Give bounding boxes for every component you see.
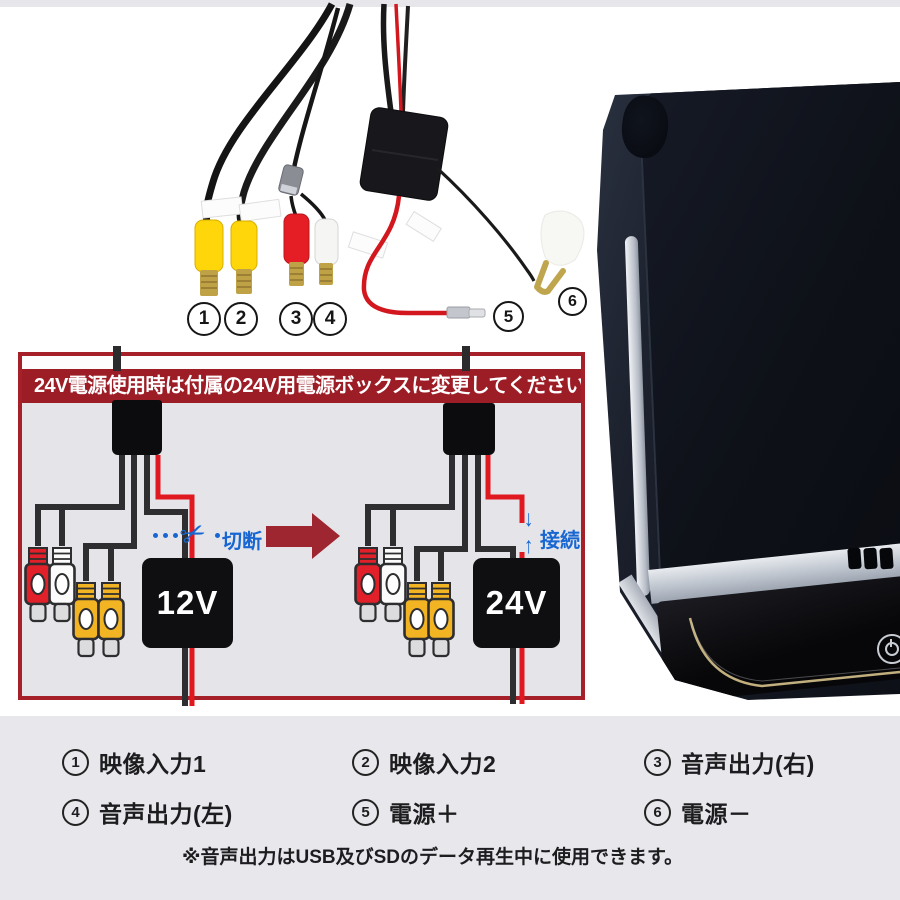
inline-connector — [278, 164, 304, 196]
power-ring-icon — [885, 642, 899, 656]
cable-label-tags — [200, 196, 442, 259]
legend-label: 電源－ — [681, 801, 752, 827]
cut-dot — [215, 533, 220, 538]
legend-note: ※音声出力はUSB及びSDのデータ再生中に使用できます。 — [182, 847, 684, 868]
legend-area — [0, 716, 900, 900]
ground-wire — [435, 166, 566, 295]
legend-label: 音声出力(左) — [99, 801, 233, 827]
arrow-up-icon: ↑ — [524, 533, 534, 560]
legend-number: 3 — [644, 748, 671, 776]
legend-label: 音声出力(右) — [681, 751, 815, 777]
connector-number-5: 5 — [493, 301, 524, 332]
power-plus-wire — [361, 195, 486, 319]
vent-slot — [879, 547, 894, 570]
legend-item-power-minus: 6 電源－ — [644, 795, 752, 829]
legend-label: 電源＋ — [389, 801, 460, 827]
vent-slot — [863, 547, 878, 570]
power-bar-icon — [890, 639, 892, 647]
legend-number: 4 — [62, 798, 89, 826]
legend-label: 映像入力2 — [389, 751, 497, 777]
cable-harness-photo — [194, 2, 585, 319]
cut-dot — [173, 533, 178, 538]
legend-number: 2 — [352, 748, 379, 776]
instruction-banner: 24V電源使用時は付属の24V用電源ボックスに変更してください — [22, 369, 581, 403]
legend-item-video-input-1: 1 映像入力1 — [62, 745, 206, 779]
power-box-photo — [359, 3, 449, 201]
audio-jack-left — [314, 218, 339, 285]
connector-number-4: 4 — [313, 302, 347, 336]
video-jack-1 — [194, 219, 224, 296]
cut-label: 切断 — [222, 531, 262, 553]
legend-item-audio-out-left: 4 音声出力(左) — [62, 795, 233, 829]
cut-dot — [163, 533, 168, 538]
power-box-24v: 24V — [473, 558, 560, 648]
panel-white-gap — [22, 356, 581, 369]
connector-number-3: 3 — [279, 302, 313, 336]
right-arrow-icon — [266, 526, 312, 547]
legend-number: 6 — [644, 798, 671, 826]
diagram-connector-box-right — [443, 403, 495, 455]
monitor-photo — [597, 82, 900, 700]
top-strip — [0, 0, 900, 7]
wire-stub-left — [113, 346, 121, 371]
legend-item-power-plus: 5 電源＋ — [352, 795, 460, 829]
connector-number-2: 2 — [224, 302, 258, 336]
legend-number: 5 — [352, 798, 379, 826]
monitor-gold-pinstripe — [688, 617, 900, 688]
legend-item-audio-out-right: 3 音声出力(右) — [644, 745, 815, 779]
right-arrow-head-icon — [312, 513, 340, 559]
connector-number-1: 1 — [187, 302, 221, 336]
connect-label: 接続 — [540, 530, 580, 552]
power-button-icon — [877, 634, 900, 664]
vent-slot — [847, 547, 862, 570]
audio-jack-right — [283, 213, 310, 286]
legend-number: 1 — [62, 748, 89, 776]
video-jack-2 — [230, 220, 258, 294]
cut-dot — [153, 533, 158, 538]
power-box-12v: 12V — [142, 558, 233, 648]
plastic-wrap — [540, 210, 585, 266]
cables-graphic — [202, 2, 354, 223]
legend-item-video-input-2: 2 映像入力2 — [352, 745, 496, 779]
arrow-down-icon: ↓ — [524, 506, 534, 533]
connector-number-6: 6 — [558, 287, 587, 316]
diagram-connector-box-left — [112, 400, 162, 455]
legend-label: 映像入力1 — [99, 751, 207, 777]
wire-stub-right — [462, 346, 470, 371]
